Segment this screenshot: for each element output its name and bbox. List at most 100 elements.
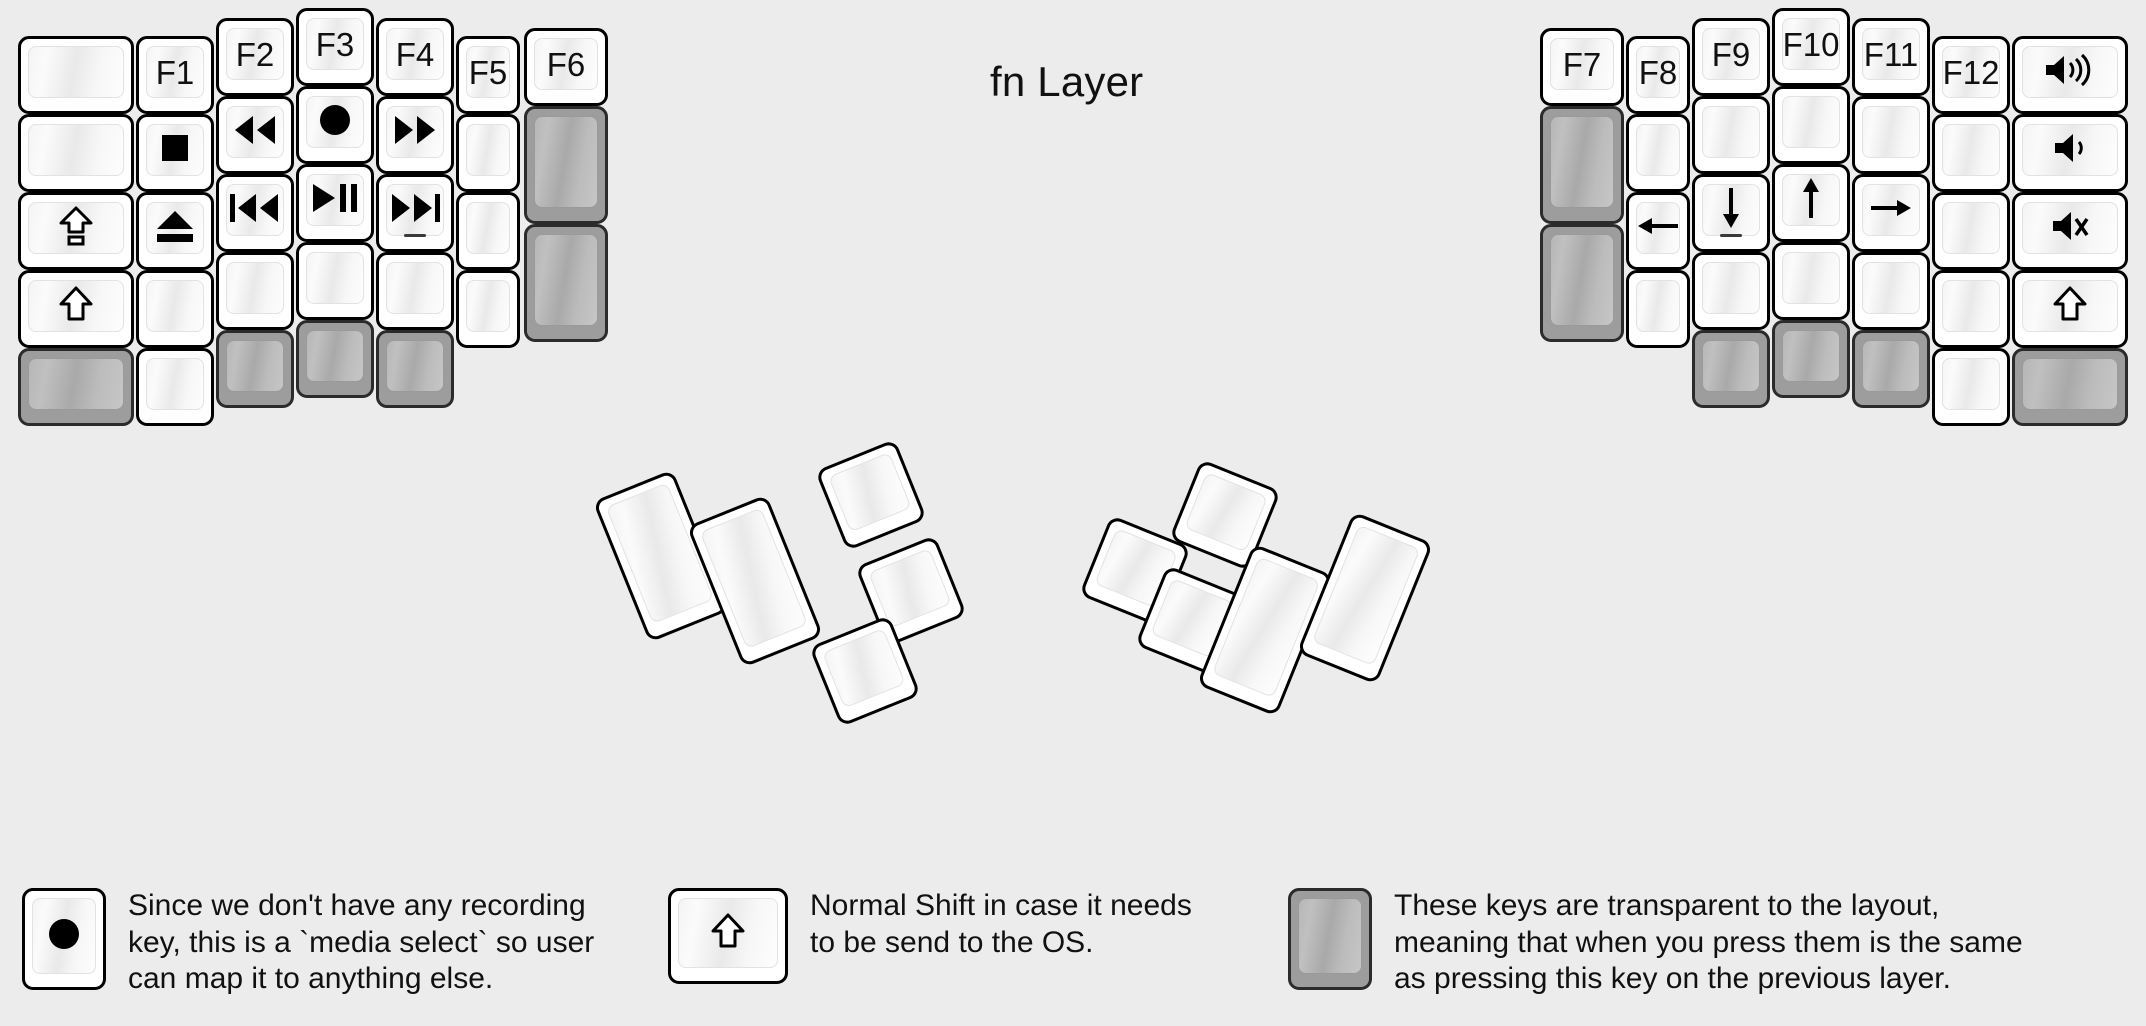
key-left-ring-0[interactable]: F2 [216,18,294,96]
key-right-index-inner-3[interactable] [1626,270,1690,348]
keycap-face [1862,262,1920,314]
key-right-pinky-outer-2[interactable] [2012,192,2128,270]
key-left-pinky-outer-2[interactable] [18,192,134,270]
key-left-pinky-3[interactable] [136,270,214,348]
key-right-middle-1[interactable] [1772,86,1850,164]
keycap-face [146,280,204,332]
key-left-middle-0[interactable]: F3 [296,8,374,86]
key-right-middle-4[interactable] [1772,320,1850,398]
key-left-index-inner-0[interactable]: F5 [456,36,520,114]
key-right-pinky-0[interactable]: F12 [1932,36,2010,114]
keycap-face [1550,234,1614,326]
key-left-middle-2[interactable] [296,164,374,242]
key-left-index-inner-1[interactable] [456,114,520,192]
keycap-label: F12 [1942,53,2000,91]
key-right-pinky-outer-4[interactable] [2012,348,2128,426]
key-left-ring-2[interactable] [216,174,294,252]
key-left-middle-4[interactable] [296,320,374,398]
key-left-pinky-outer-0[interactable] [18,36,134,114]
keycap-face [1636,202,1680,254]
key-left-index-2[interactable] [376,174,454,252]
key-right-pinky-2[interactable] [1932,192,2010,270]
key-right-index-2[interactable] [1692,174,1770,252]
keycap-face: F12 [1942,46,2000,98]
key-right-ring-4[interactable] [1852,330,1930,408]
legend-panel [8,872,2138,1018]
key-left-index-inner-3[interactable] [456,270,520,348]
key-left-pinky-0[interactable]: F1 [136,36,214,114]
keycap-label: F7 [1562,45,1602,83]
key-left-pinky-4[interactable] [136,348,214,426]
key-left-index-3[interactable] [376,252,454,330]
keycap-face [1782,330,1840,382]
keycap-face [2022,46,2118,98]
key-right-index-0[interactable]: F9 [1692,18,1770,96]
prev-track-icon [230,194,280,226]
keycap-face [2022,358,2118,410]
key-right-inner-extra-2[interactable] [1540,224,1624,342]
shift-icon [59,286,93,326]
key-right-index-1[interactable] [1692,96,1770,174]
key-left-pinky-outer-3[interactable] [18,270,134,348]
keycap-face [306,252,364,304]
key-right-index-inner-1[interactable] [1626,114,1690,192]
key-right-inner-extra-0[interactable]: F7 [1540,28,1624,106]
key-left-middle-3[interactable] [296,242,374,320]
keycap-face [466,124,510,176]
key-left-ring-4[interactable] [216,330,294,408]
key-right-pinky-1[interactable] [1932,114,2010,192]
key-right-middle-3[interactable] [1772,242,1850,320]
keycap-face [1942,124,2000,176]
keycap-label: F8 [1638,53,1678,91]
arrow-left-icon [1636,213,1680,243]
key-right-pinky-outer-1[interactable] [2012,114,2128,192]
keycap-face [386,340,444,392]
key-left-inner-extra-1[interactable] [524,106,608,224]
key-right-middle-2[interactable] [1772,164,1850,242]
eject-icon [155,209,195,247]
arrow-up-icon [1798,176,1824,224]
key-right-ring-3[interactable] [1852,252,1930,330]
key-left-index-1[interactable] [376,96,454,174]
keycap-face [306,96,364,148]
keycap-face: F4 [386,28,444,80]
keycap-face [1862,340,1920,392]
key-right-inner-extra-1[interactable] [1540,106,1624,224]
keycap-face [32,898,96,974]
key-left-index-4[interactable] [376,330,454,408]
keycap-face [306,174,364,226]
key-left-index-inner-2[interactable] [456,192,520,270]
key-right-pinky-3[interactable] [1932,270,2010,348]
keycap-face [1702,106,1760,158]
keycap-face [534,234,598,326]
keycap-face: F5 [466,46,510,98]
key-left-middle-1[interactable] [296,86,374,164]
key-left-ring-1[interactable] [216,96,294,174]
key-left-pinky-1[interactable] [136,114,214,192]
key-right-ring-2[interactable] [1852,174,1930,252]
keycap-face [678,898,778,968]
keycap-face: F11 [1862,28,1920,80]
key-right-index-4[interactable] [1692,330,1770,408]
key-left-pinky-outer-4[interactable] [18,348,134,426]
keycap-face: F10 [1782,18,1840,70]
key-left-inner-extra-2[interactable] [524,224,608,342]
key-left-pinky-outer-1[interactable] [18,114,134,192]
key-right-ring-1[interactable] [1852,96,1930,174]
keycap-face [1942,358,2000,410]
key-right-middle-0[interactable]: F10 [1772,8,1850,86]
key-right-index-3[interactable] [1692,252,1770,330]
legend-keycap-1 [668,888,788,984]
key-right-pinky-outer-0[interactable] [2012,36,2128,114]
key-left-inner-extra-0[interactable]: F6 [524,28,608,106]
keycap-label: F9 [1711,35,1751,73]
key-left-ring-3[interactable] [216,252,294,330]
key-right-pinky-outer-3[interactable] [2012,270,2128,348]
key-left-index-0[interactable]: F4 [376,18,454,96]
key-right-pinky-4[interactable] [1932,348,2010,426]
record-icon [47,917,81,955]
key-right-index-inner-0[interactable]: F8 [1626,36,1690,114]
key-right-ring-0[interactable]: F11 [1852,18,1930,96]
key-left-pinky-2[interactable] [136,192,214,270]
key-right-index-inner-2[interactable] [1626,192,1690,270]
